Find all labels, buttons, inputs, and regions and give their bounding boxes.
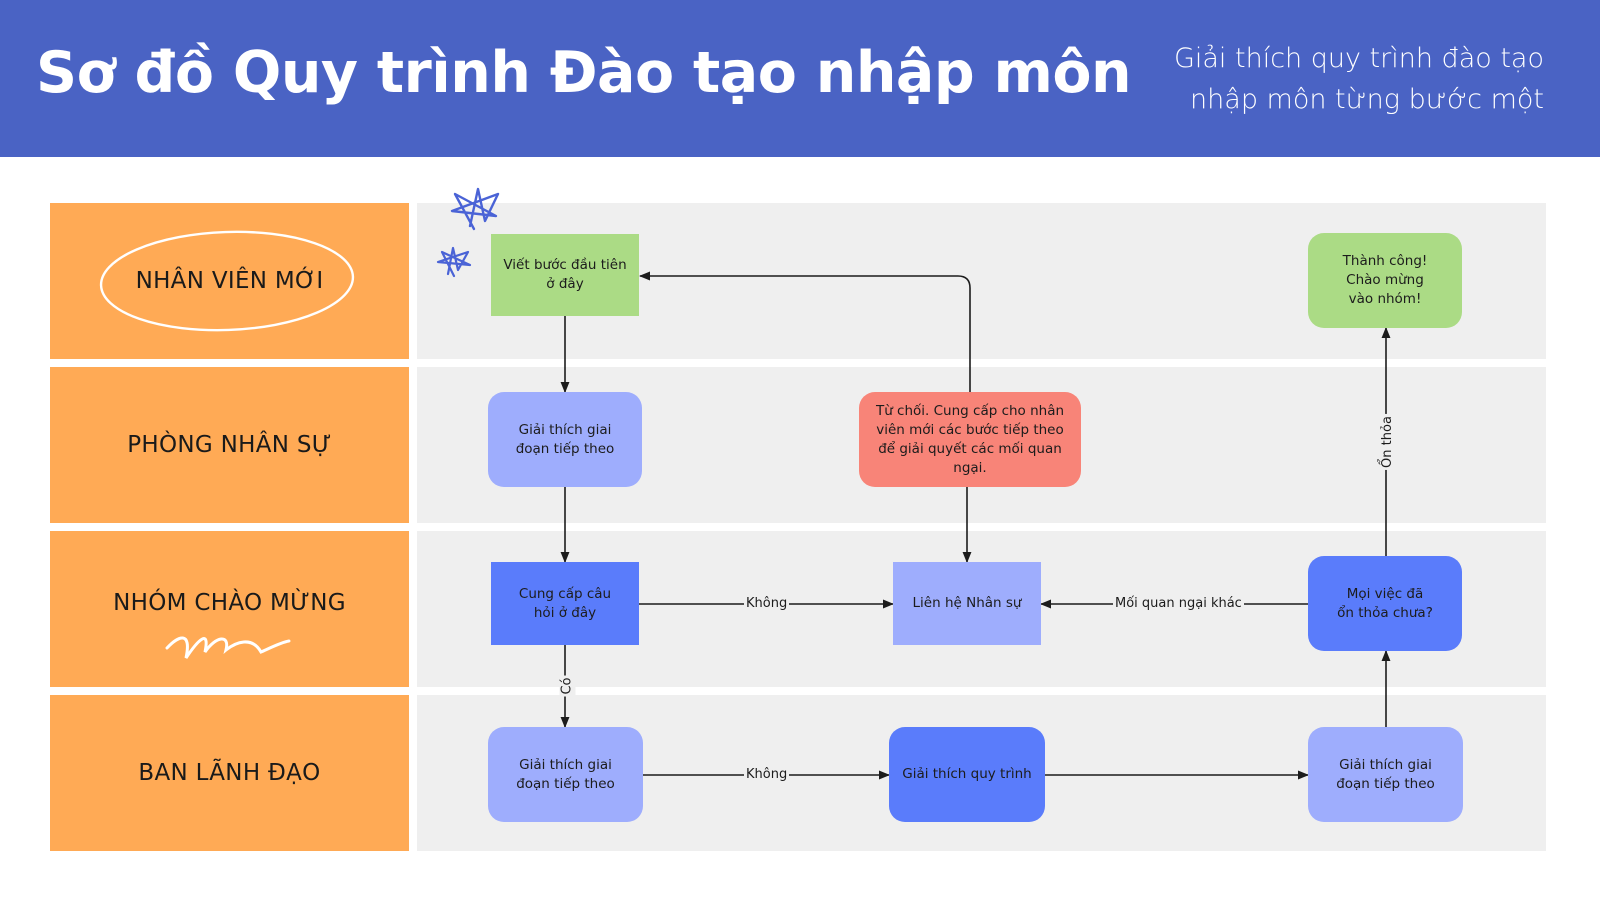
node-lead-explain-right: Giải thích giai đoạn tiếp theo <box>1308 727 1463 822</box>
edge-label-settled: Ổn thỏa <box>1379 414 1396 470</box>
page-title: Sơ đồ Quy trình Đào tạo nhập môn <box>36 40 1132 106</box>
node-lead-explain-left: Giải thích giai đoạn tiếp theo <box>488 727 643 822</box>
edge-label-question-no: Không <box>744 596 790 612</box>
lane-label-text: BAN LÃNH ĐẠO <box>138 760 321 786</box>
node-question: Cung cấp câu hỏi ở đây <box>491 562 639 645</box>
lane-label-text: NHÂN VIÊN MỚI <box>135 268 324 294</box>
node-all-settled: Mọi việc đã ổn thỏa chưa? <box>1308 556 1462 651</box>
header-banner: Sơ đồ Quy trình Đào tạo nhập môn Giải th… <box>0 0 1600 157</box>
lane-label-welcome-team: NHÓM CHÀO MỪNG <box>50 531 409 687</box>
node-reject: Từ chối. Cung cấp cho nhân viên mới các … <box>859 392 1081 487</box>
lane-label-text: PHÒNG NHÂN SỰ <box>127 432 332 458</box>
node-contact-hr: Liên hệ Nhân sự <box>893 562 1041 645</box>
node-success: Thành công! Chào mừng vào nhóm! <box>1308 233 1462 328</box>
lane-label-new-employee: NHÂN VIÊN MỚI <box>50 203 409 359</box>
node-explain-process: Giải thích quy trình <box>889 727 1045 822</box>
page-subtitle: Giải thích quy trình đào tạo nhập môn từ… <box>1173 43 1544 115</box>
lane-label-text: NHÓM CHÀO MỪNG <box>113 590 346 616</box>
node-hr-explain: Giải thích giai đoạn tiếp theo <box>488 392 642 487</box>
lane-label-hr: PHÒNG NHÂN SỰ <box>50 367 409 523</box>
node-first-step: Viết bước đầu tiên ở đây <box>491 234 639 316</box>
lane-label-leadership: BAN LÃNH ĐẠO <box>50 695 409 851</box>
edge-label-question-yes: Có <box>559 675 576 697</box>
edge-label-other-concerns: Mối quan ngại khác <box>1113 596 1244 612</box>
edge-label-lead-no: Không <box>744 767 790 783</box>
